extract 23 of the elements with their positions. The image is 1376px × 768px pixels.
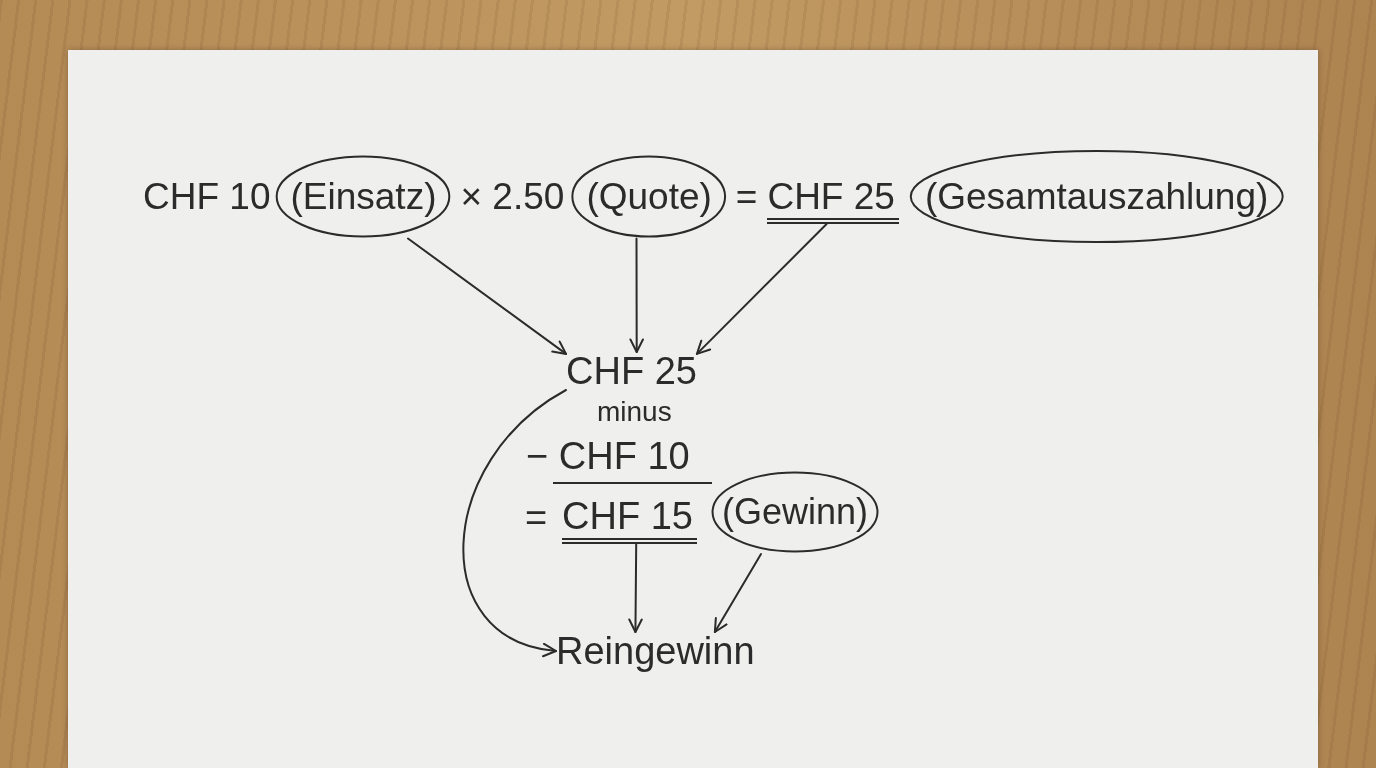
ellipse-text: (Gewinn) bbox=[722, 494, 869, 530]
amount-text: − CHF 10 bbox=[526, 437, 690, 475]
arrow bbox=[629, 237, 644, 353]
amount-text: CHF 15 bbox=[562, 497, 697, 544]
hand-drawn-ellipse bbox=[710, 470, 881, 554]
arrow bbox=[695, 223, 828, 355]
amount-text: CHF 10 bbox=[143, 177, 271, 215]
arrow bbox=[628, 543, 643, 633]
operator-word: minus bbox=[597, 398, 672, 426]
amount-text: CHF 25 bbox=[566, 352, 697, 390]
arrow bbox=[462, 389, 567, 656]
arrow bbox=[406, 237, 567, 355]
equals-sign: = bbox=[735, 177, 758, 215]
arrow bbox=[713, 553, 762, 633]
result-text: Reingewinn bbox=[556, 632, 755, 670]
ellipse-text: (Quote) bbox=[586, 177, 712, 215]
equals-sign: = bbox=[525, 499, 548, 537]
amount-text: CHF 25 bbox=[767, 178, 899, 224]
ellipse-text: (Gesamtauszahlung) bbox=[924, 177, 1269, 215]
hand-drawn-ellipse bbox=[570, 153, 728, 239]
multiplier-text: × 2.50 bbox=[460, 177, 565, 215]
ellipse-text: (Einsatz) bbox=[290, 177, 437, 215]
hand-drawn-ellipse bbox=[274, 153, 453, 239]
